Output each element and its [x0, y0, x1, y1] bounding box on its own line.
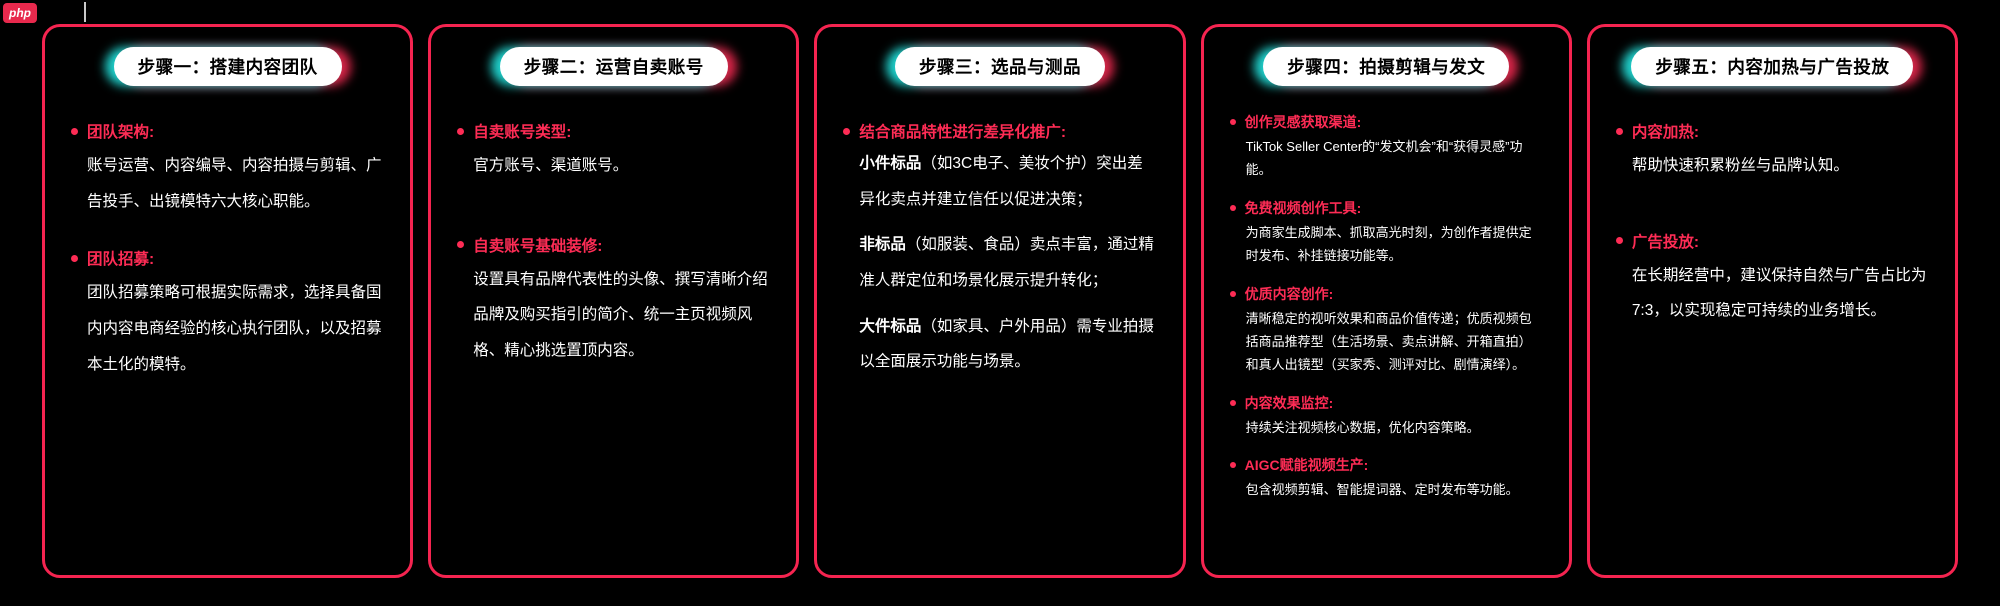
step-2-content: 自卖账号类型: 官方账号、渠道账号。 自卖账号基础装修: 设置具有品牌代表性的头…: [457, 120, 770, 419]
section-content-monitoring: 内容效果监控: 持续关注视频核心数据，优化内容策略。: [1229, 393, 1543, 439]
step-card-4: 步骤四：拍摄剪辑与发文 创作灵感获取渠道: TikTok Seller Cent…: [1200, 24, 1572, 578]
section-heading: 自卖账号基础装修:: [473, 237, 603, 255]
product-type-paragraph: 小件标品（如3C电子、美妆个护）突出差异化卖点并建立信任以促进决策；: [843, 146, 1156, 217]
section-heading: 创作灵感获取渠道:: [1244, 114, 1362, 130]
section-heading: 结合商品特性进行差异化推广:: [859, 124, 1067, 141]
section-body: TikTok Seller Center的“发文机会”和“获得灵感”功能。: [1245, 139, 1523, 178]
product-type-text: （如家具、户外用品）需专业拍摄以全面展示功能与场景。: [859, 317, 1154, 371]
bullet-icon: [1229, 119, 1236, 125]
section-team-recruiting: 团队招募: 团队招募策略可根据实际需求，选择具备国内内容电商经验的核心执行团队，…: [71, 247, 384, 382]
section-quality-content: 优质内容创作: 清晰稳定的视听效果和商品价值传递；优质视频包括商品推荐型（生活场…: [1229, 284, 1543, 377]
step-5-title: 步骤五：内容加热与广告投放: [1655, 57, 1890, 77]
product-type-lead: 非标品: [859, 236, 906, 254]
bullet-icon: [457, 241, 465, 249]
section-aigc-video: AIGC赋能视频生产: 包含视频剪辑、智能提词器、定时发布等功能。: [1229, 455, 1543, 501]
section-heading: 内容效果监控:: [1244, 394, 1334, 411]
bullet-icon: [1615, 237, 1623, 245]
section-heading: 团队招募:: [87, 251, 155, 269]
product-type-paragraph: 大件标品（如家具、户外用品）需专业拍摄以全面展示功能与场景。: [843, 309, 1156, 380]
bullet-icon: [843, 127, 851, 135]
section-body: 为商家生成脚本、抓取高光时刻，为创作者提供定时发布、补挂链接功能等。: [1245, 224, 1532, 264]
product-type-paragraph: 非标品（如服装、食品）卖点丰富，通过精准人群定位和场景化展示提升转化；: [843, 227, 1156, 298]
section-heading: AIGC赋能视频生产:: [1244, 457, 1369, 474]
section-inspiration-channels: 创作灵感获取渠道: TikTok Seller Center的“发文机会”和“获…: [1229, 112, 1543, 182]
step-4-title-pill: 步骤四：拍摄剪辑与发文: [1263, 47, 1510, 86]
steps-row: 步骤一：搭建内容团队 团队架构: 账号运营、内容编导、内容拍摄与剪辑、广告投手、…: [42, 24, 1959, 578]
section-heading: 自卖账号类型:: [473, 124, 572, 141]
section-body: 官方账号、渠道账号。: [473, 157, 629, 174]
section-content-heating: 内容加热: 帮助快速积累粉丝与品牌认知。: [1615, 120, 1929, 184]
bullet-icon: [71, 127, 78, 135]
step-4-content: 创作灵感获取渠道: TikTok Seller Center的“发文机会”和“获…: [1229, 112, 1543, 518]
section-body: 清晰稳定的视听效果和商品价值传递；优质视频包括商品推荐型（生活场景、卖点讲解、开…: [1245, 310, 1532, 373]
bullet-icon: [71, 254, 78, 262]
step-4-title: 步骤四：拍摄剪辑与发文: [1287, 57, 1486, 77]
bullet-icon: [1229, 462, 1236, 469]
step-card-2: 步骤二：运营自卖账号 自卖账号类型: 官方账号、渠道账号。 自卖账号基础装修: …: [428, 24, 800, 578]
section-body: 设置具有品牌代表性的头像、撰写清晰介绍品牌及购买指引的简介、统一主页视频风格、精…: [473, 270, 768, 359]
product-type-lead: 大件标品: [859, 317, 922, 335]
step-1-content: 团队架构: 账号运营、内容编导、内容拍摄与剪辑、广告投手、出镜模特六大核心职能。…: [71, 120, 384, 410]
section-heading: 广告投放:: [1631, 233, 1699, 251]
section-body: 团队招募策略可根据实际需求，选择具备国内内容电商经验的核心执行团队，以及招募本土…: [87, 284, 382, 373]
section-differentiated-promotion: 结合商品特性进行差异化推广: 小件标品（如3C电子、美妆个护）突出差异化卖点并建…: [843, 120, 1156, 380]
section-free-video-tools: 免费视频创作工具: 为商家生成脚本、抓取高光时刻，为创作者提供定时发布、补挂链接…: [1229, 198, 1543, 268]
step-2-title: 步骤二：运营自卖账号: [523, 57, 704, 77]
step-card-3: 步骤三：选品与测品 结合商品特性进行差异化推广: 小件标品（如3C电子、美妆个护…: [814, 24, 1186, 578]
section-body: 持续关注视频核心数据，优化内容策略。: [1245, 419, 1480, 435]
section-body: 帮助快速积累粉丝与品牌认知。: [1631, 157, 1849, 174]
bullet-icon: [1615, 127, 1623, 135]
section-heading: 优质内容创作:: [1244, 285, 1334, 302]
section-heading: 团队架构:: [87, 124, 155, 141]
php-logo-text: php: [9, 6, 31, 20]
section-heading: 内容加热:: [1631, 124, 1699, 141]
section-account-setup: 自卖账号基础装修: 设置具有品牌代表性的头像、撰写清晰介绍品牌及购买指引的简介、…: [457, 234, 770, 369]
text-cursor: [84, 2, 86, 22]
step-5-content: 内容加热: 帮助快速积累粉丝与品牌认知。 广告投放: 在长期经营中，建议保持自然…: [1615, 120, 1929, 375]
bullet-icon: [1229, 399, 1236, 406]
bullet-icon: [1229, 204, 1236, 211]
step-3-content: 结合商品特性进行差异化推广: 小件标品（如3C电子、美妆个护）突出差异化卖点并建…: [843, 120, 1156, 408]
product-type-text: （如服装、食品）卖点丰富，通过精准人群定位和场景化展示提升转化；: [859, 236, 1154, 289]
section-body: 包含视频剪辑、智能提词器、定时发布等功能。: [1245, 482, 1519, 498]
section-team-structure: 团队架构: 账号运营、内容编导、内容拍摄与剪辑、广告投手、出镜模特六大核心职能。: [71, 120, 384, 219]
step-3-title: 步骤三：选品与测品: [919, 57, 1081, 77]
section-ad-placement: 广告投放: 在长期经营中，建议保持自然与广告占比为7:3，以实现稳定可持续的业务…: [1615, 230, 1929, 329]
step-5-title-pill: 步骤五：内容加热与广告投放: [1631, 47, 1914, 86]
product-type-lead: 小件标品: [859, 155, 922, 172]
bullet-icon: [457, 127, 465, 135]
step-1-title: 步骤一：搭建内容团队: [137, 57, 318, 77]
bullet-icon: [1229, 290, 1236, 297]
step-card-1: 步骤一：搭建内容团队 团队架构: 账号运营、内容编导、内容拍摄与剪辑、广告投手、…: [42, 24, 414, 578]
php-logo: php: [3, 3, 37, 23]
section-body: 账号运营、内容编导、内容拍摄与剪辑、广告投手、出镜模特六大核心职能。: [87, 157, 382, 210]
section-heading: 免费视频创作工具:: [1244, 199, 1362, 216]
step-2-title-pill: 步骤二：运营自卖账号: [499, 47, 728, 86]
step-1-title-pill: 步骤一：搭建内容团队: [113, 47, 342, 86]
step-3-title-pill: 步骤三：选品与测品: [895, 47, 1105, 86]
step-card-5: 步骤五：内容加热与广告投放 内容加热: 帮助快速积累粉丝与品牌认知。 广告投放:…: [1586, 24, 1959, 578]
product-type-text: （如3C电子、美妆个护）突出差异化卖点并建立信任以促进决策；: [859, 155, 1143, 208]
section-account-types: 自卖账号类型: 官方账号、渠道账号。: [457, 120, 770, 184]
section-body: 在长期经营中，建议保持自然与广告占比为7:3，以实现稳定可持续的业务增长。: [1631, 266, 1927, 320]
